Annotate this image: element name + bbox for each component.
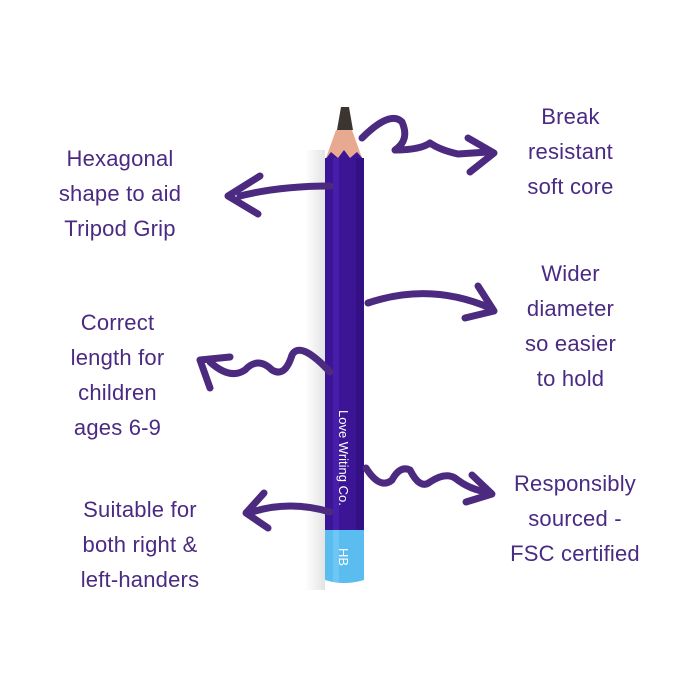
feature-break-resistant: Break resistant soft core [527,104,614,199]
feature-correct-length: Correct length for children ages 6-9 [70,310,165,440]
arrow-hexagonal-icon [224,172,334,218]
pencil-lead-icon [337,107,353,130]
pencil-wood-tip [326,130,362,158]
feature-responsibly-sourced: Responsibly sourced - FSC certified [510,471,640,566]
pencil-grade-text: HB [336,548,351,566]
arrow-wider-icon [364,282,498,322]
feature-wider-diameter: Wider diameter so easier to hold [524,261,617,391]
arrow-length-icon [196,346,334,392]
arrow-responsibly-icon [362,464,496,506]
arrow-suitable-icon [242,489,334,532]
arrow-break-icon [358,115,498,176]
feature-hexagonal: Hexagonal shape to aid Tripod Grip [58,146,182,241]
feature-suitable: Suitable for both right & left-handers [80,497,200,592]
pencil-brand-text: Love Writing Co. [336,410,351,506]
